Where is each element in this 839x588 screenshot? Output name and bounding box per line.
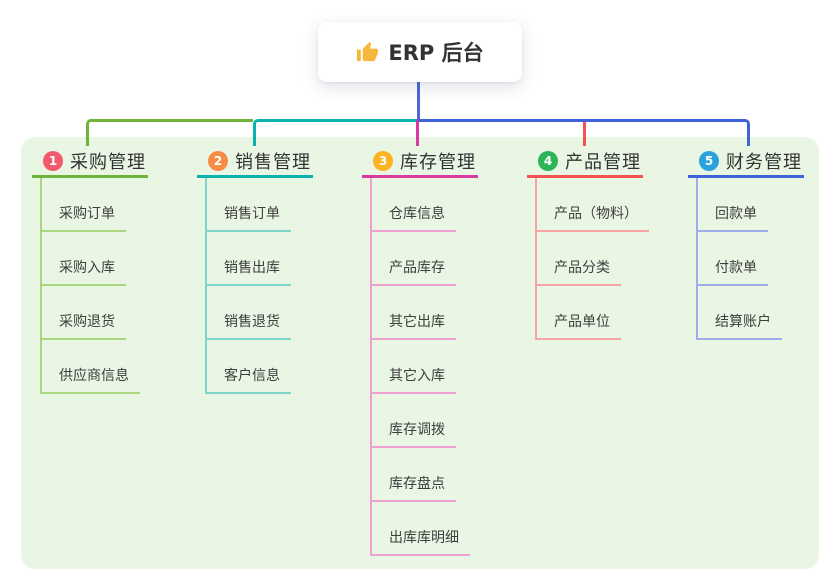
- tree-node[interactable]: 产品单位: [537, 286, 621, 340]
- branch-product: 4 产品管理 产品（物料） 产品分类 产品单位: [527, 147, 649, 340]
- tree-node[interactable]: 其它出库: [372, 286, 456, 340]
- connector-branch-5: [418, 119, 750, 146]
- connector-branch-4: [583, 119, 586, 146]
- tree-node[interactable]: 销售退货: [207, 286, 291, 340]
- thumbs-up-icon: [356, 41, 379, 64]
- branch-children: 回款单 付款单 结算账户: [696, 178, 782, 340]
- tree-node[interactable]: 结算账户: [698, 286, 782, 340]
- tree-node[interactable]: 库存调拨: [372, 394, 456, 448]
- branch-title-inventory[interactable]: 3 库存管理: [362, 147, 478, 178]
- branch-index-badge: 1: [43, 151, 63, 171]
- branch-index-badge: 3: [373, 151, 393, 171]
- connector-branch-3: [416, 119, 419, 146]
- tree-node[interactable]: 产品分类: [537, 232, 621, 286]
- tree-node[interactable]: 产品库存: [372, 232, 456, 286]
- branch-inventory: 3 库存管理 仓库信息 产品库存 其它出库 其它入库 库存调拨 库存盘点 出库库…: [362, 147, 478, 556]
- branch-children: 产品（物料） 产品分类 产品单位: [535, 178, 649, 340]
- tree-node[interactable]: 客户信息: [207, 340, 291, 394]
- branch-title-label: 产品管理: [565, 152, 641, 173]
- branch-children: 采购订单 采购入库 采购退货 供应商信息: [40, 178, 140, 394]
- branch-title-label: 财务管理: [726, 152, 802, 173]
- branch-children: 仓库信息 产品库存 其它出库 其它入库 库存调拨 库存盘点 出库库明细: [370, 178, 470, 556]
- branch-title-purchase[interactable]: 1 采购管理: [32, 147, 148, 178]
- tree-node[interactable]: 库存盘点: [372, 448, 456, 502]
- branch-title-label: 销售管理: [235, 152, 311, 173]
- root-connector: [417, 82, 420, 122]
- tree-node[interactable]: 产品（物料）: [537, 178, 649, 232]
- branch-index-badge: 5: [699, 151, 719, 171]
- tree-node[interactable]: 销售订单: [207, 178, 291, 232]
- branches-panel: [21, 137, 819, 569]
- tree-node[interactable]: 出库库明细: [372, 502, 470, 556]
- branch-title-label: 采购管理: [70, 152, 146, 173]
- branch-title-finance[interactable]: 5 财务管理: [688, 147, 804, 178]
- tree-node[interactable]: 付款单: [698, 232, 768, 286]
- branch-sales: 2 销售管理 销售订单 销售出库 销售退货 客户信息: [197, 147, 313, 394]
- tree-node[interactable]: 回款单: [698, 178, 768, 232]
- tree-node[interactable]: 销售出库: [207, 232, 291, 286]
- tree-node[interactable]: 仓库信息: [372, 178, 456, 232]
- branch-title-product[interactable]: 4 产品管理: [527, 147, 643, 178]
- branch-index-badge: 4: [538, 151, 558, 171]
- branch-finance: 5 财务管理 回款单 付款单 结算账户: [688, 147, 804, 340]
- branch-purchase: 1 采购管理 采购订单 采购入库 采购退货 供应商信息: [32, 147, 148, 394]
- tree-node[interactable]: 采购入库: [42, 232, 126, 286]
- tree-node[interactable]: 供应商信息: [42, 340, 140, 394]
- branch-index-badge: 2: [208, 151, 228, 171]
- connector-branch-2: [253, 119, 418, 146]
- branch-title-label: 库存管理: [400, 152, 476, 173]
- branch-title-sales[interactable]: 2 销售管理: [197, 147, 313, 178]
- root-node[interactable]: ERP 后台: [318, 22, 522, 82]
- branch-children: 销售订单 销售出库 销售退货 客户信息: [205, 178, 291, 394]
- connector-branch-1: [86, 119, 253, 146]
- root-title: ERP 后台: [388, 41, 484, 65]
- tree-node[interactable]: 其它入库: [372, 340, 456, 394]
- tree-node[interactable]: 采购订单: [42, 178, 126, 232]
- tree-node[interactable]: 采购退货: [42, 286, 126, 340]
